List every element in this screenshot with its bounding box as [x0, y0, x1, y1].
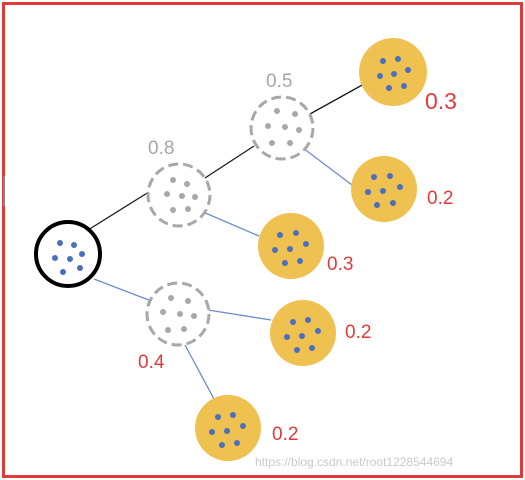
edge-lower-to-leaf-lower-mid	[207, 309, 272, 321]
leaf-node-lower-mid	[270, 300, 336, 366]
label-leaf-bottom: 0.2	[272, 424, 299, 445]
edge-root-to-lower	[93, 278, 155, 303]
watermark: https://blog.csdn.net/root1228544694	[255, 455, 454, 469]
label-leaf-upper-mid: 0.2	[427, 188, 454, 209]
edge-root-to-upper	[87, 189, 153, 231]
dashed-node-lower	[145, 281, 211, 347]
label-leaf-lower-mid: 0.2	[345, 322, 372, 343]
edge-upper-to-leaf-mid	[202, 211, 260, 237]
label-lower-branch: 0.4	[138, 352, 165, 373]
leaf-node-top	[359, 38, 427, 106]
leaf-node-bottom	[195, 395, 261, 461]
edge-upper-to-sub	[204, 145, 255, 179]
root-node	[34, 220, 102, 288]
edge-lower-to-leaf-bottom	[184, 344, 215, 400]
label-upper-sub-branch: 0.5	[266, 71, 293, 92]
dashed-node-sub	[249, 95, 315, 161]
edge-sub-to-leaf-top	[309, 83, 365, 115]
label-upper-branch: 0.8	[148, 138, 175, 159]
edge-sub-to-leaf-upper-mid	[302, 147, 353, 186]
left-edge-mark	[3, 176, 5, 206]
leaf-node-upper-mid	[351, 156, 417, 222]
leaf-node-mid	[258, 213, 324, 279]
dashed-node-upper	[146, 162, 212, 228]
label-leaf-mid: 0.3	[327, 254, 354, 275]
label-leaf-top: 0.3	[425, 88, 457, 114]
